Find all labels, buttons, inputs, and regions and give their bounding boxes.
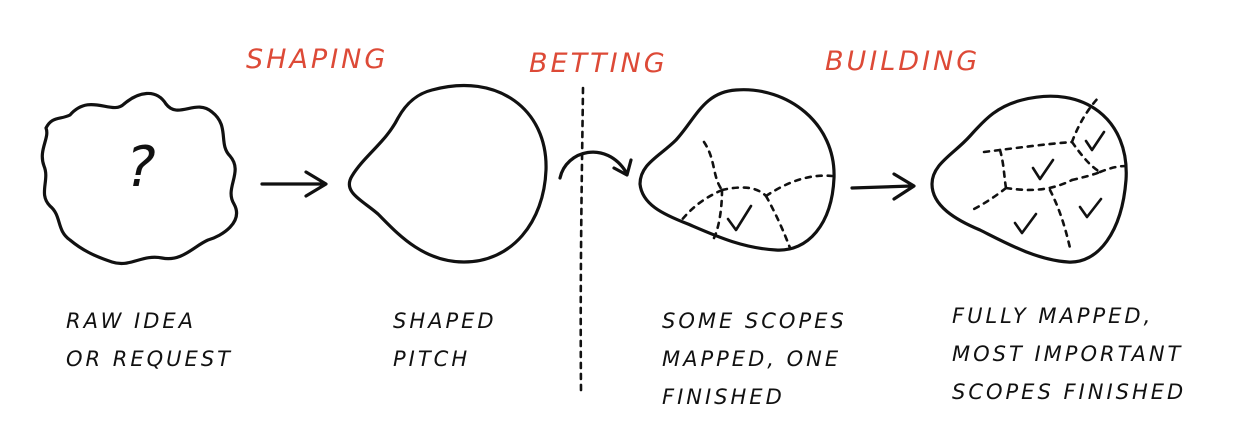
caption-line: SCOPES FINISHED <box>952 380 1187 404</box>
stage-caption-raw-idea: RAW IDEA OR REQUEST <box>66 302 233 378</box>
scope-boundary <box>712 188 724 240</box>
scope-boundary <box>970 186 1008 212</box>
caption-line: FULLY MAPPED, <box>952 304 1154 328</box>
fully-mapped-shape <box>930 94 1128 264</box>
scope-boundary <box>1070 170 1102 182</box>
scope-boundary <box>1048 188 1072 250</box>
scope-boundary <box>678 188 724 224</box>
phase-label-shaping: SHAPING <box>246 44 389 75</box>
checkmark-icon <box>1031 158 1055 181</box>
caption-line: SHAPED <box>393 309 497 333</box>
caption-line: RAW IDEA <box>66 309 197 333</box>
scope-boundary <box>1070 94 1102 144</box>
stage-caption-shaped-pitch: SHAPED PITCH <box>393 302 497 378</box>
scope-boundary <box>720 186 768 198</box>
checkmark-icon <box>726 204 753 232</box>
caption-line: PITCH <box>393 347 471 371</box>
scope-boundary <box>702 140 724 192</box>
question-mark-icon: ? <box>126 135 156 200</box>
phase-label-building: BUILDING <box>825 46 981 77</box>
raw-idea-cloud <box>40 91 238 265</box>
partially-mapped-shape <box>638 88 836 252</box>
caption-line: MOST IMPORTANT <box>952 342 1184 366</box>
scope-boundary <box>1098 164 1128 174</box>
caption-line: FINISHED <box>662 385 785 409</box>
phase-label-betting: BETTING <box>529 48 668 79</box>
scope-boundary <box>764 194 792 250</box>
scope-boundary <box>1070 140 1102 174</box>
arrow-right-icon <box>260 170 328 198</box>
stage-caption-fully-mapped: FULLY MAPPED, MOST IMPORTANT SCOPES FINI… <box>952 297 1186 411</box>
caption-line: MAPPED, ONE <box>662 347 842 371</box>
scope-boundary <box>764 174 834 198</box>
scope-boundary <box>982 140 1074 154</box>
betting-divider-line <box>579 86 585 392</box>
checkmark-icon <box>1013 212 1038 235</box>
checkmark-icon <box>1078 197 1103 219</box>
caption-line: OR REQUEST <box>66 347 233 371</box>
caption-line: SOME SCOPES <box>662 309 847 333</box>
checkmark-icon <box>1084 130 1106 152</box>
arrow-right-icon <box>850 172 916 201</box>
stage-caption-some-scopes: SOME SCOPES MAPPED, ONE FINISHED <box>662 302 847 416</box>
scope-boundary <box>998 148 1008 190</box>
curved-arrow-icon <box>558 150 633 180</box>
shaped-pitch-shape <box>347 84 548 264</box>
scope-boundary <box>1004 178 1074 192</box>
